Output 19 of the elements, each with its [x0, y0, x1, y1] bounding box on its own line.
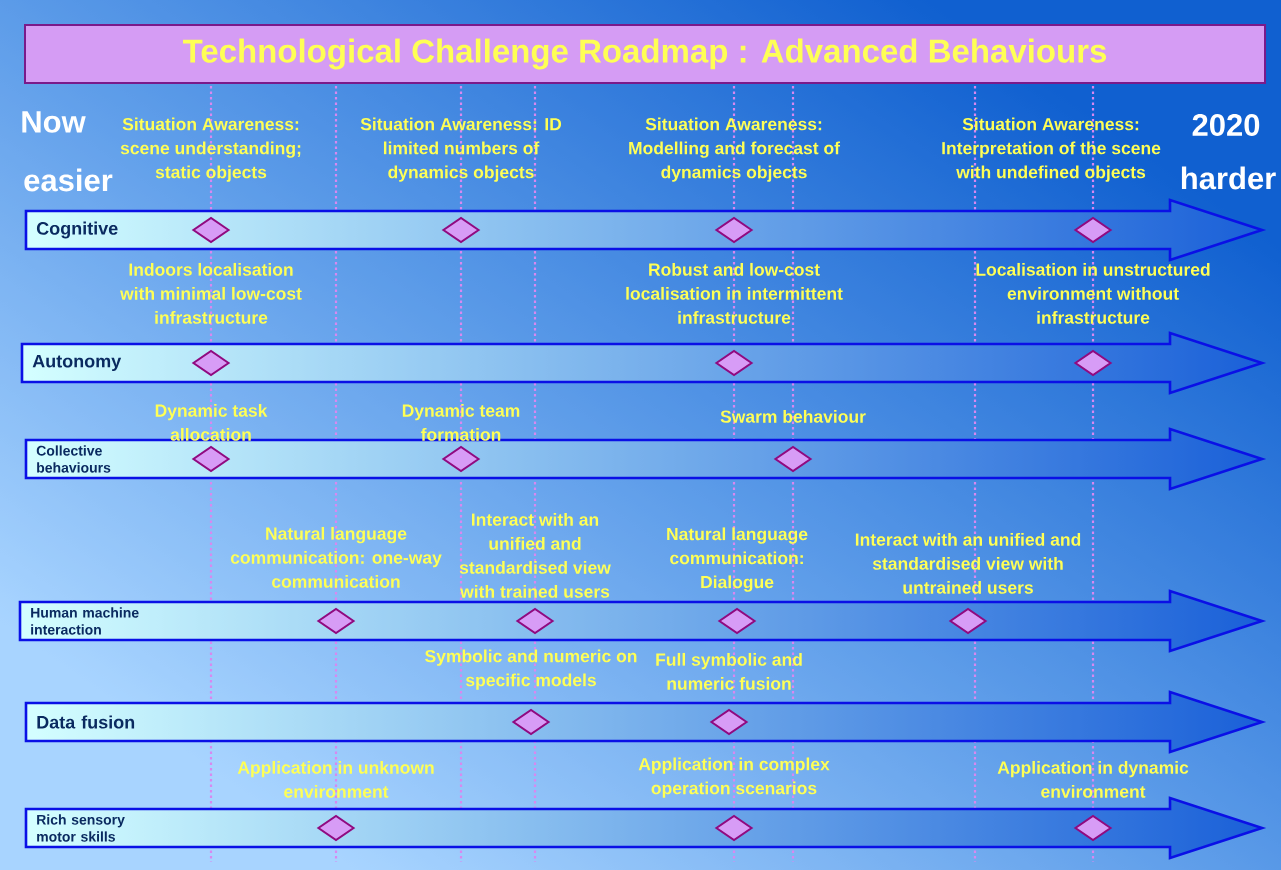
milestone-label: Situation Awareness: ID limited numbers of dynamics objects: [360, 117, 562, 182]
milestone-label: Application in dynamic environment: [997, 760, 1189, 798]
milestone-label: Situation Awareness: scene understanding; static objects: [120, 117, 301, 182]
scale-label: harder: [1181, 166, 1276, 190]
milestone-label: Indoors localisation with minimal low-cost infrastructure: [120, 262, 302, 324]
milestone-label: Natural language communication: Dialogue: [667, 527, 808, 592]
milestone-label: Full symbolic and numeric fusion: [656, 652, 802, 690]
milestone-label: Application in complex operation scenarios: [638, 757, 830, 798]
scale-label: 2020: [1192, 114, 1260, 136]
milestone-label: Application in unknown environment: [237, 760, 434, 798]
title-banner: Technological Challenge Roadmap : Advanced Behaviours: [24, 24, 1266, 84]
milestone-label: Robust and low-cost localisation in intermittent infrastructure: [626, 262, 843, 324]
scale-label: Now: [22, 111, 86, 133]
scale-label: easier: [24, 168, 113, 192]
milestone-label: Natural language communication: one-way communication: [230, 526, 442, 588]
milestone-label: Situation Awareness: Interpretation of the scene with undefined objects: [942, 117, 1161, 182]
milestone-label: Swarm behaviour: [720, 409, 866, 423]
milestone-label: Localisation in unstructured environment without infrastructure: [976, 262, 1210, 324]
milestone-label: Situation Awareness: Modelling and forecast of dynamics objects: [629, 117, 841, 182]
